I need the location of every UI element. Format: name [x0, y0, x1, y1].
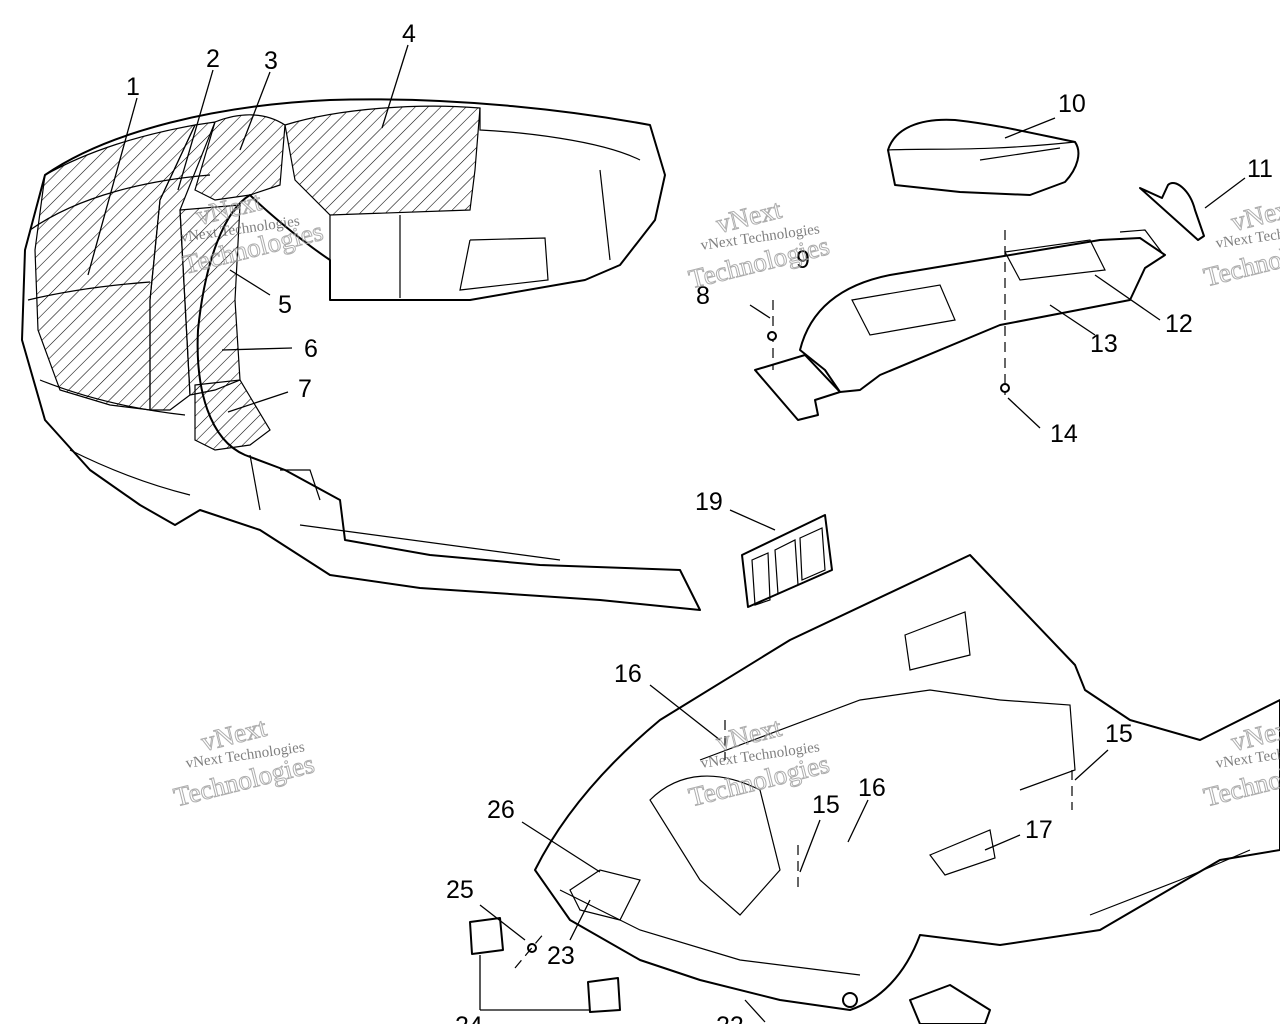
callout-7: 7 [298, 375, 312, 403]
callout-13: 13 [1090, 330, 1118, 358]
callout-1: 1 [126, 73, 140, 101]
callout-15-left: 15 [812, 791, 840, 819]
belly-pan-assembly [534, 554, 1280, 1011]
callout-26: 26 [487, 796, 515, 824]
callout-9: 9 [796, 246, 810, 274]
grille-part [741, 514, 833, 608]
callout-15-right: 15 [1105, 720, 1133, 748]
callout-25: 25 [446, 876, 474, 904]
callout-19: 19 [695, 488, 723, 516]
callout-12: 12 [1165, 310, 1193, 338]
callout-22: 22 [716, 1012, 744, 1024]
plate-bottom [909, 984, 991, 1024]
callout-16-top: 16 [614, 660, 642, 688]
tunnel-plate-part [754, 229, 1166, 421]
callout-23: 23 [547, 942, 575, 970]
leader-lines [87, 44, 1246, 1023]
callout-6: 6 [304, 335, 318, 363]
decal-right [587, 977, 621, 1013]
watermark-top-center: vNext vNext Technologies Technologies [685, 193, 833, 294]
callout-16-mid: 16 [858, 774, 886, 802]
hood-assembly [21, 98, 701, 611]
callout-14: 14 [1050, 420, 1078, 448]
watermark-top-right: vNext vNext Technologies Technologies [1200, 191, 1280, 292]
callout-2: 2 [206, 45, 220, 73]
seat-part [887, 118, 1080, 196]
fastener-22 [842, 992, 858, 1008]
callout-3: 3 [264, 47, 278, 75]
decal-left [469, 917, 504, 955]
callout-11: 11 [1247, 155, 1273, 183]
fastener-8 [767, 331, 777, 341]
callout-8: 8 [696, 282, 710, 310]
fastener-14 [1000, 383, 1010, 393]
watermark-mid-left: vNext vNext Technologies Technologies [170, 711, 318, 812]
handle-part [1139, 182, 1205, 241]
callout-4: 4 [402, 20, 416, 48]
callout-5: 5 [278, 291, 292, 319]
callout-24: 24 [455, 1012, 483, 1024]
callout-10: 10 [1058, 90, 1086, 118]
callout-labels: 1 2 3 4 5 6 7 8 9 10 11 12 13 14 15 15 1… [126, 20, 1273, 1024]
callout-17: 17 [1025, 816, 1053, 844]
